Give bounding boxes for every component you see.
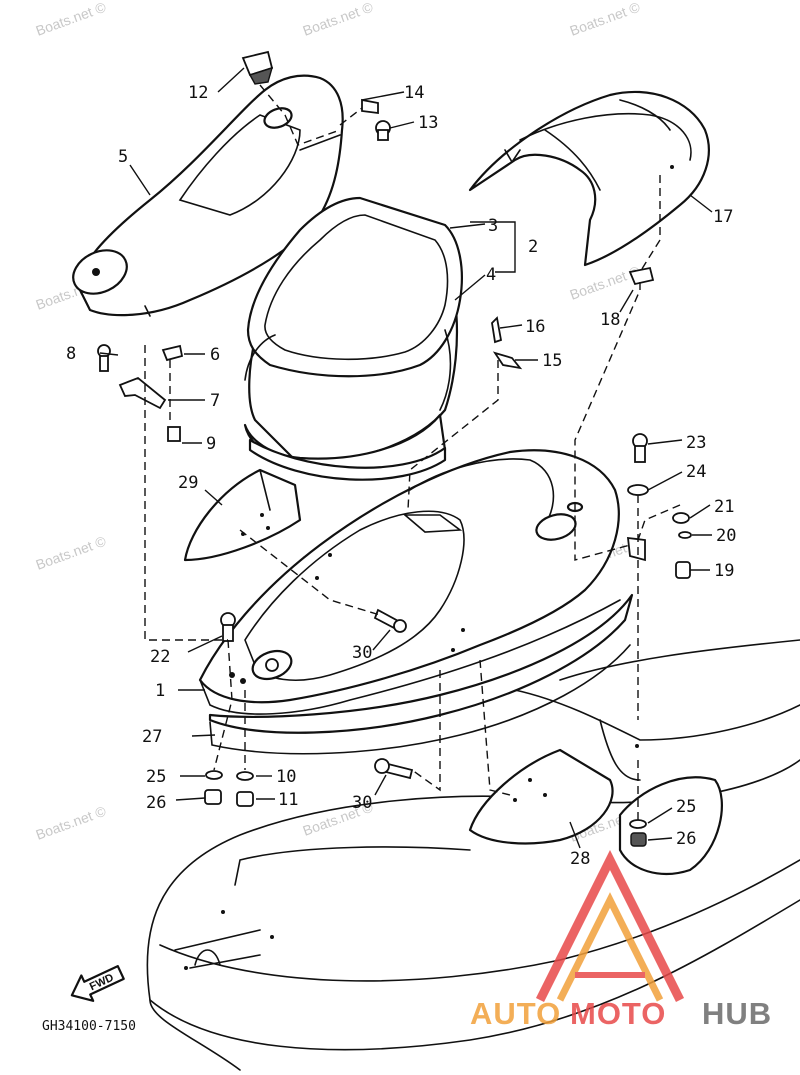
callout-12: 12 [188, 83, 208, 103]
automotohub-logo: AUTO MOTO HUB [470, 849, 772, 1031]
callout-28: 28 [570, 849, 590, 869]
callout-17: 17 [713, 207, 733, 227]
callout-14: 14 [404, 83, 424, 103]
callout-7: 7 [210, 391, 220, 411]
callout-16: 16 [525, 317, 545, 337]
callout-20: 20 [716, 526, 736, 546]
seat [468, 90, 710, 267]
hardware [97, 50, 692, 847]
callout-19: 19 [714, 561, 734, 581]
top-cover [72, 74, 344, 317]
storage-liner-assembly [243, 196, 463, 481]
watermark: Boats.net © [34, 802, 109, 842]
callout-25-right: 25 [676, 797, 696, 817]
watermark: Boats.net © [568, 0, 643, 39]
callout-10: 10 [276, 767, 296, 787]
callout-3: 3 [488, 216, 498, 236]
callout-9: 9 [206, 434, 216, 454]
callout-22: 22 [150, 647, 170, 667]
callout-27: 27 [142, 727, 162, 747]
callout-26-right: 26 [676, 829, 696, 849]
callout-2: 2 [528, 237, 538, 257]
watermark: Boats.net © [34, 0, 109, 39]
logo-text-auto: AUTO [470, 996, 561, 1031]
callout-18: 18 [600, 310, 620, 330]
callout-13: 13 [418, 113, 438, 133]
callout-30-upper: 30 [352, 643, 372, 663]
panel-28 [468, 748, 614, 845]
diagram-code: GH34100-7150 [42, 1019, 136, 1034]
callout-24: 24 [686, 462, 706, 482]
logo-text-moto: MOTO [570, 996, 666, 1031]
watermark: Boats.net © [301, 0, 376, 39]
callout-15: 15 [542, 351, 562, 371]
callout-21: 21 [714, 497, 734, 517]
fwd-arrow: FWD [70, 965, 125, 1002]
callout-26-left: 26 [146, 793, 166, 813]
callouts: 12 14 13 5 3 2 4 17 18 16 15 8 6 7 9 29 … [66, 83, 736, 869]
callout-1: 1 [155, 681, 165, 701]
callout-6: 6 [210, 345, 220, 365]
callout-4: 4 [486, 265, 496, 285]
deck [198, 449, 621, 715]
watermark: Boats.net © [568, 262, 643, 302]
rear-hull-piece [618, 776, 723, 875]
callout-23: 23 [686, 433, 706, 453]
callout-30-lower: 30 [352, 793, 372, 813]
panel-29 [183, 468, 302, 562]
rub-rail [208, 593, 634, 755]
logo-text-hub: HUB [702, 996, 772, 1031]
callout-5: 5 [118, 147, 128, 167]
callout-8: 8 [66, 344, 76, 364]
label-leaders [129, 67, 713, 849]
watermark: Boats.net © [34, 532, 109, 572]
leader-lines [99, 84, 681, 824]
callout-29: 29 [178, 473, 198, 493]
callout-11: 11 [278, 790, 298, 810]
callout-25-left: 25 [146, 767, 166, 787]
